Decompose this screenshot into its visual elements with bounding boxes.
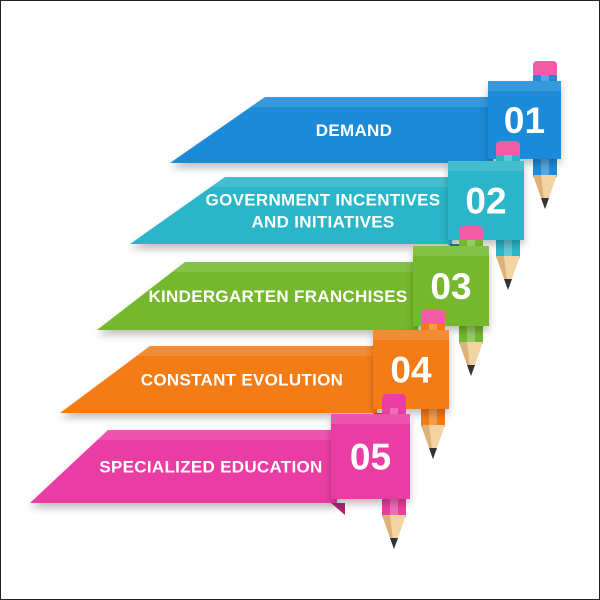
ribbon-highlight: [94, 430, 337, 440]
ribbon-highlight: [171, 262, 418, 272]
tag-fold: [331, 503, 345, 515]
step-label: CONSTANT EVOLUTION: [141, 371, 343, 390]
step-number: 05: [350, 437, 391, 478]
number-tag: [331, 414, 410, 499]
step-02: 02 GOVERNMENT INCENTIVES AND INITIATIVES: [130, 141, 524, 290]
step-ribbon: [130, 177, 452, 244]
ribbon-highlight: [136, 346, 377, 356]
step-label: AND INITIATIVES: [251, 213, 394, 232]
step-ribbon: [60, 346, 377, 413]
step-label: GOVERNMENT INCENTIVES: [206, 191, 441, 210]
step-number: 03: [430, 266, 471, 307]
step-ribbon: [30, 430, 337, 503]
step-number: 02: [465, 181, 506, 222]
ribbon-highlight: [251, 97, 493, 107]
step-label: DEMAND: [316, 121, 392, 140]
ribbon-highlight: [211, 177, 452, 187]
step-label: SPECIALIZED EDUCATION: [99, 458, 322, 477]
step-label: KINDERGARTEN FRANCHISES: [148, 287, 407, 306]
step-number: 01: [504, 100, 545, 141]
step-number: 04: [390, 350, 432, 391]
step-ribbon: [97, 262, 418, 330]
step-ribbon: [170, 97, 493, 163]
